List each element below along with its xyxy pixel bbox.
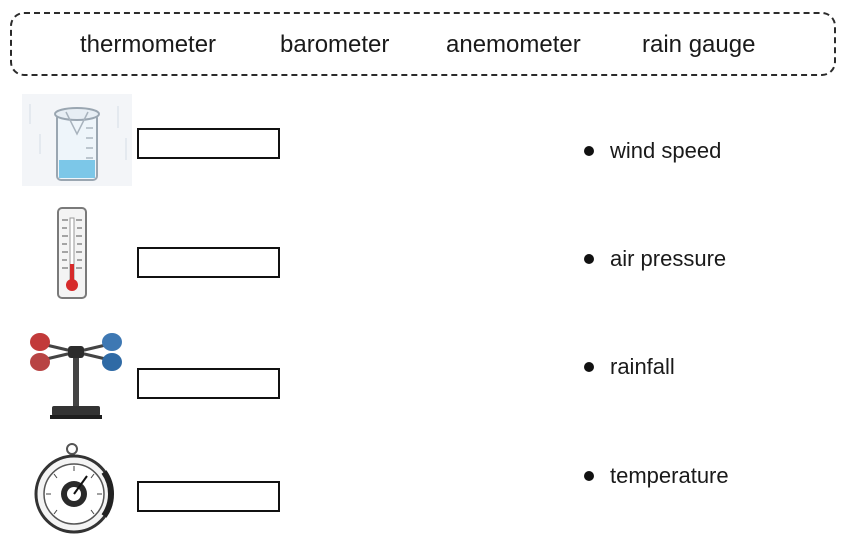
answer-input-barometer[interactable] bbox=[139, 483, 278, 510]
word-bank-barometer[interactable]: barometer bbox=[280, 31, 390, 58]
word-bank: thermometer barometer anemometer rain ga… bbox=[10, 12, 836, 76]
answer-input-rain-gauge[interactable] bbox=[139, 130, 278, 157]
rain-gauge-icon bbox=[22, 94, 132, 186]
answer-box-thermometer[interactable] bbox=[137, 247, 280, 278]
answer-input-anemometer[interactable] bbox=[139, 370, 278, 397]
word-bank-thermometer[interactable]: thermometer bbox=[80, 31, 217, 58]
measure-item-wind-speed[interactable]: wind speed bbox=[584, 137, 721, 165]
measure-item-rainfall[interactable]: rainfall bbox=[584, 353, 675, 381]
barometer-icon bbox=[34, 443, 115, 534]
answer-box-rain-gauge[interactable] bbox=[137, 128, 280, 159]
answer-box-barometer[interactable] bbox=[137, 481, 280, 512]
word-bank-rain-gauge[interactable]: rain gauge bbox=[642, 31, 756, 58]
measure-label: air pressure bbox=[610, 246, 727, 271]
thermometer-icon bbox=[57, 207, 87, 299]
measure-item-air-pressure[interactable]: air pressure bbox=[584, 245, 726, 273]
measure-item-temperature[interactable]: temperature bbox=[584, 462, 729, 490]
answer-box-anemometer[interactable] bbox=[137, 368, 280, 399]
measure-label: wind speed bbox=[610, 138, 722, 163]
anemometer-icon bbox=[30, 333, 122, 419]
word-bank-anemometer[interactable]: anemometer bbox=[446, 31, 581, 58]
bullet-dot bbox=[584, 471, 594, 481]
bullet-dot bbox=[584, 146, 594, 156]
bullet-dot bbox=[584, 362, 594, 372]
bullet-dot bbox=[584, 254, 594, 264]
measure-label: rainfall bbox=[610, 354, 675, 379]
measure-label: temperature bbox=[610, 463, 729, 488]
answer-input-thermometer[interactable] bbox=[139, 249, 278, 276]
